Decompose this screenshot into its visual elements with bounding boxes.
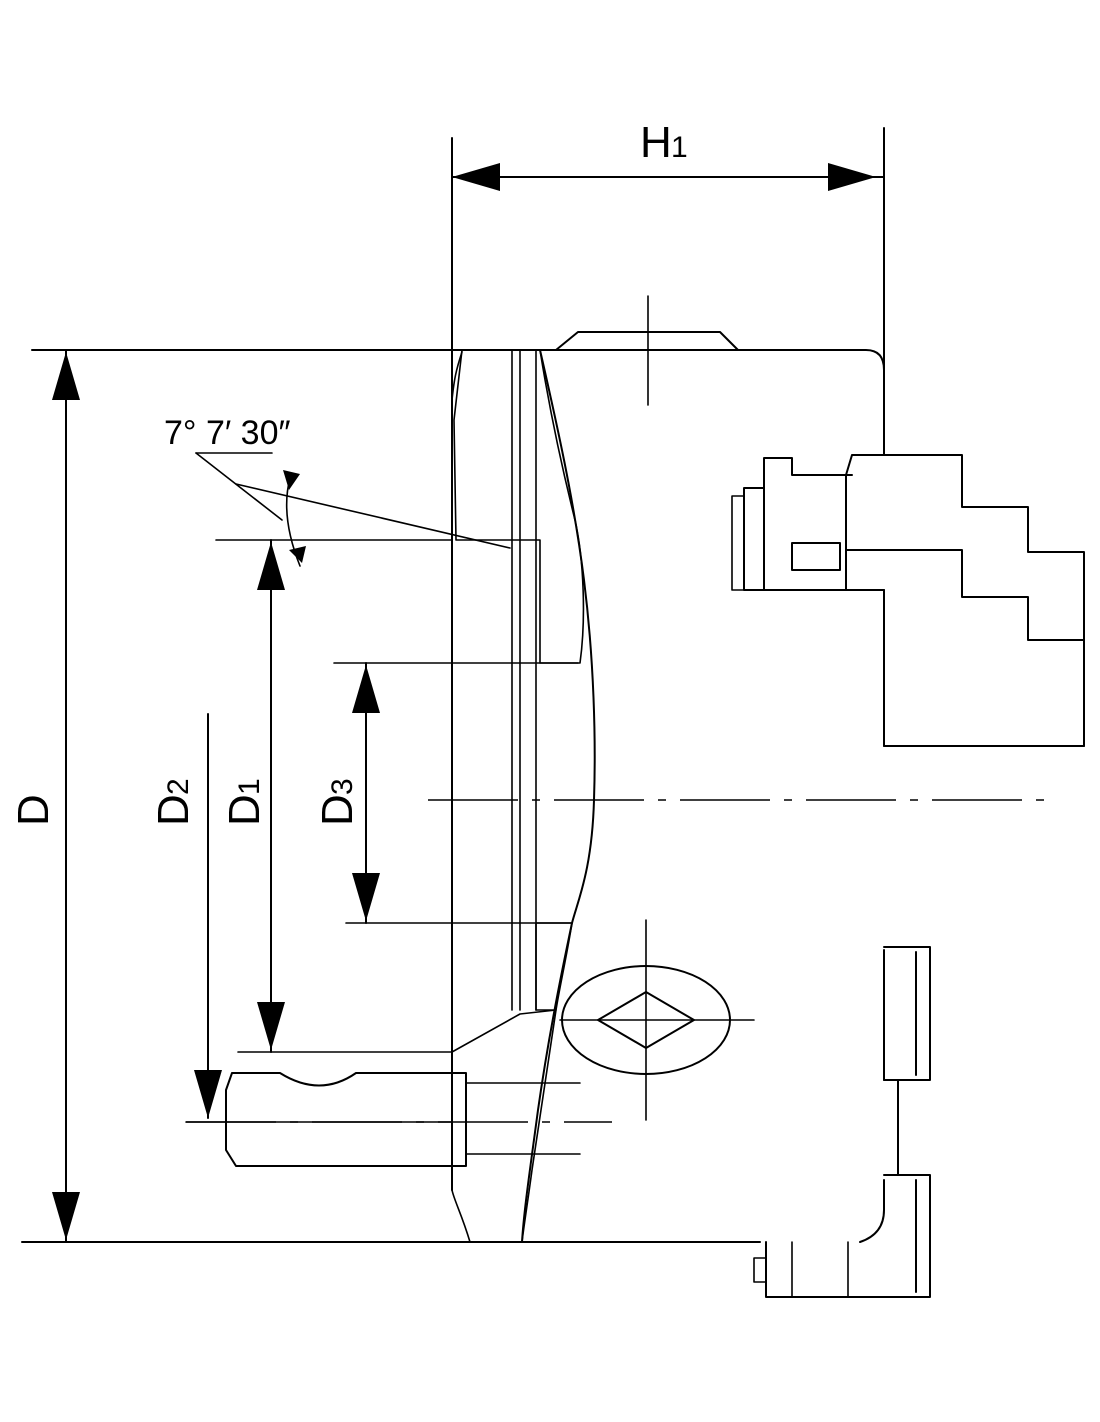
d2-subscript: 2 bbox=[162, 778, 195, 795]
key-socket bbox=[559, 919, 755, 1121]
hatched-wedge bbox=[535, 922, 573, 1011]
upper-jaw bbox=[731, 454, 1085, 747]
d-label: D bbox=[9, 794, 58, 826]
angle-arrow-bottom bbox=[289, 546, 306, 563]
chuck-body bbox=[451, 349, 885, 1243]
angle-arrow-top bbox=[283, 470, 300, 490]
taper-angle-annotation: 7° 7′ 30″ bbox=[164, 414, 511, 567]
hatched-wall-upper bbox=[453, 349, 585, 664]
arrowhead-d1-bottom bbox=[257, 1002, 285, 1050]
arrowhead-right bbox=[828, 163, 876, 191]
arrowhead-d3-bottom bbox=[352, 873, 380, 921]
arrowhead-d2 bbox=[194, 1070, 222, 1118]
d3-subscript: 3 bbox=[326, 778, 359, 795]
mounting-bolt bbox=[225, 1072, 581, 1167]
d2-label: D bbox=[149, 794, 198, 826]
dimension-h1: H 1 bbox=[451, 118, 885, 456]
top-jaw-mark bbox=[555, 295, 739, 406]
h1-subscript: 1 bbox=[671, 131, 688, 164]
dimension-d1: D 1 bbox=[215, 539, 453, 1053]
arrowhead-top bbox=[52, 352, 80, 400]
dimension-d3: D 3 bbox=[313, 662, 579, 924]
center-lines bbox=[186, 799, 1050, 1123]
d1-label: D bbox=[220, 794, 269, 826]
hatched-wall-lower bbox=[451, 1009, 557, 1243]
arrowhead-bottom bbox=[52, 1192, 80, 1240]
angle-label: 7° 7′ 30″ bbox=[164, 414, 291, 452]
d1-subscript: 1 bbox=[233, 778, 266, 795]
arrowhead-left bbox=[452, 163, 500, 191]
section-hatching bbox=[451, 349, 585, 1243]
h1-label: H bbox=[640, 118, 672, 167]
dimension-d: D bbox=[9, 349, 761, 1243]
d3-label: D bbox=[313, 794, 362, 826]
arrowhead-d1-top bbox=[257, 542, 285, 590]
dimension-d2: D 2 bbox=[149, 713, 453, 1123]
lower-jaw bbox=[753, 946, 931, 1298]
arrowhead-d3-top bbox=[352, 665, 380, 713]
